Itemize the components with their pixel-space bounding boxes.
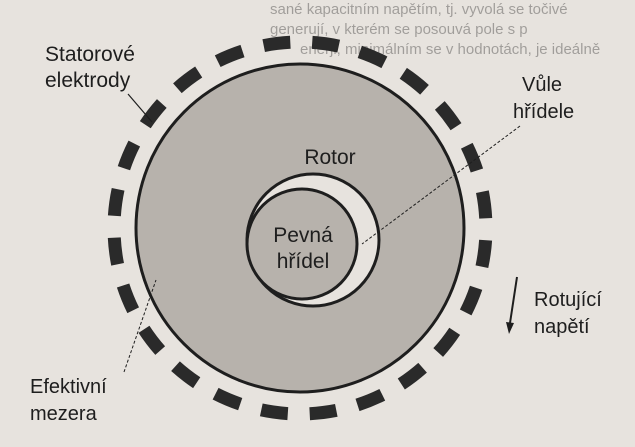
stator-electrode [173, 66, 203, 94]
stator-electrode [107, 237, 124, 266]
rotation-arrow [506, 276, 518, 334]
rotating-voltage-label-line1: Rotující [534, 289, 602, 311]
stator-electrode [139, 99, 167, 129]
stator-electrode [459, 285, 483, 316]
header-fragment: sané kapacitním napětím, tj. vyvolá se t… [270, 1, 568, 18]
stator-leader-line [127, 93, 153, 123]
stator-electrode [357, 45, 388, 69]
clearance-leader-line [361, 125, 521, 245]
stator-electrode [138, 325, 166, 355]
stator-electrode [117, 140, 141, 171]
stator-electrode [397, 362, 427, 390]
stator-electrode [107, 187, 125, 217]
stator-electrode [262, 35, 291, 52]
effective-gap-label-line1: Efektivní [30, 376, 107, 398]
stator-electrode [434, 101, 462, 131]
stator-electrode-ring [107, 35, 493, 421]
fixed-shaft-label-line2: hřídel [277, 250, 330, 273]
stator-electrode [214, 44, 245, 68]
stator-electrode [399, 67, 429, 95]
stator-electrodes-label-line1: Statorové [45, 43, 135, 66]
header-fragment: generují, v kterém se posouvá pole s p [270, 21, 528, 38]
stator-electrode [355, 388, 386, 412]
fixed-shaft [245, 187, 359, 301]
stator-electrode [311, 35, 341, 53]
effective-gap-label-line2: mezera [30, 403, 98, 425]
shaft-clearance-label-line1: Vůle [522, 74, 562, 96]
stator-electrode [116, 283, 140, 314]
stator-electrode [460, 142, 484, 173]
rotor-label: Rotor [304, 146, 355, 169]
stator-electrode [259, 403, 289, 421]
gap-leader-line [123, 279, 157, 373]
stator-electrode [212, 387, 243, 411]
stator-electrodes-label-line2: elektrody [45, 69, 131, 92]
shaft-clearance-label-line2: hřídele [513, 101, 574, 123]
stator-electrode [309, 404, 338, 421]
stator-electrode [475, 239, 493, 269]
stator-electrode [476, 190, 493, 219]
header-fragment: enerji, minimálním se v hodnotách, je id… [300, 41, 600, 58]
stator-electrode [433, 327, 461, 357]
fixed-shaft-label-line1: Pevná [273, 224, 333, 247]
stator-electrode [171, 361, 201, 389]
rotating-voltage-label-line2: napětí [534, 316, 590, 338]
